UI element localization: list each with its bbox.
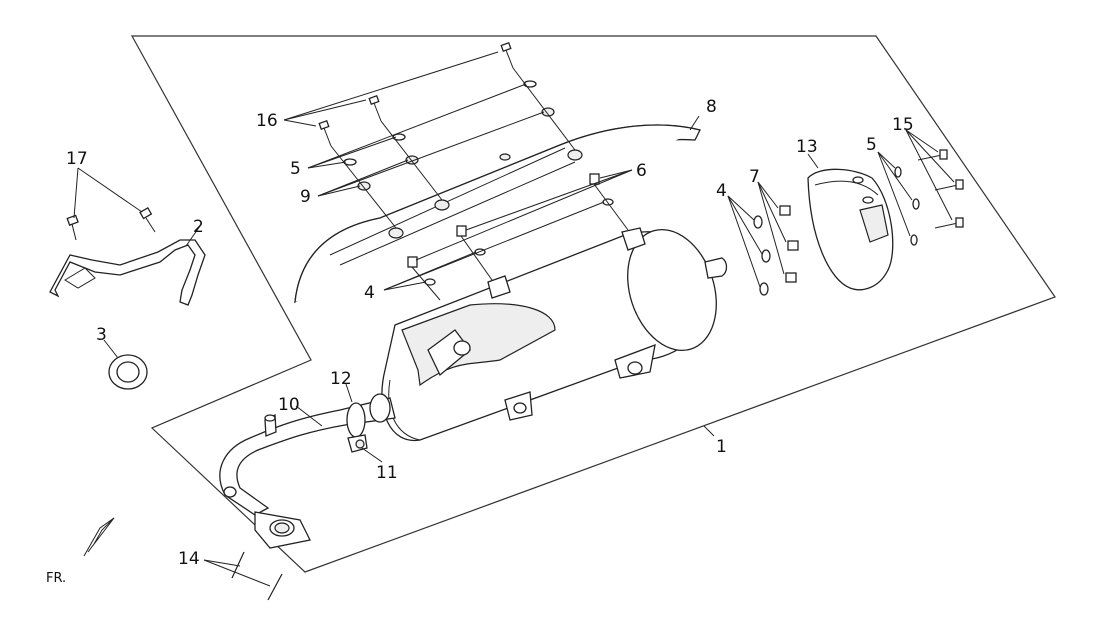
assembly-frame — [130, 35, 1056, 573]
washer-4-a — [602, 198, 614, 206]
front-direction-arrow — [83, 517, 115, 557]
washer-5-f — [910, 234, 918, 246]
washer-4-e — [761, 249, 771, 263]
callout-4-cap: 4 — [716, 181, 727, 201]
callout-5-shield: 5 — [290, 159, 301, 179]
callout-12: 12 — [330, 369, 352, 389]
heat-shield — [294, 124, 701, 304]
pipe-clamp — [346, 402, 368, 453]
washer-5-e — [912, 198, 920, 210]
callout-11: 11 — [376, 463, 398, 483]
spacer-7-c — [785, 272, 797, 283]
bolt-16-a — [500, 41, 514, 69]
bolt-17-a — [66, 214, 79, 241]
bolt-15-c — [934, 217, 964, 229]
bolt-17-b — [139, 207, 156, 233]
callout-8: 8 — [706, 97, 717, 117]
stud-14-a — [231, 551, 245, 579]
callout-4-shield: 4 — [364, 283, 375, 303]
front-marker-label: FR. — [46, 571, 66, 586]
callout-10: 10 — [278, 395, 300, 415]
spacer-6-b — [456, 225, 467, 237]
callout-7: 7 — [749, 167, 760, 187]
washer-4-f — [759, 282, 769, 296]
callout-16: 16 — [256, 111, 278, 131]
callout-5-cap: 5 — [866, 135, 877, 155]
stud-14-b — [267, 573, 283, 601]
bolt-15-b — [934, 179, 964, 191]
washer-4-d — [753, 215, 763, 229]
callout-2: 2 — [193, 217, 204, 237]
washer-5-d — [894, 166, 902, 178]
callout-1: 1 — [716, 437, 727, 457]
callout-17: 17 — [66, 149, 88, 169]
callout-15: 15 — [892, 115, 914, 135]
muffler-body — [381, 227, 728, 442]
callout-13: 13 — [796, 137, 818, 157]
exhaust-pipe — [219, 393, 396, 549]
callout-3: 3 — [96, 325, 107, 345]
spacer-7-b — [787, 240, 799, 251]
spacer-7-a — [779, 205, 791, 216]
end-cap — [807, 168, 894, 291]
callout-14: 14 — [178, 549, 200, 569]
washer-5-a — [523, 80, 537, 88]
bracket — [49, 239, 206, 306]
callout-6: 6 — [636, 161, 647, 181]
spacer-6-c — [407, 256, 418, 268]
callout-9: 9 — [300, 187, 311, 207]
bolt-15-a — [917, 149, 948, 161]
bolt-16-b — [368, 94, 382, 122]
bolt-16-c — [318, 119, 332, 147]
